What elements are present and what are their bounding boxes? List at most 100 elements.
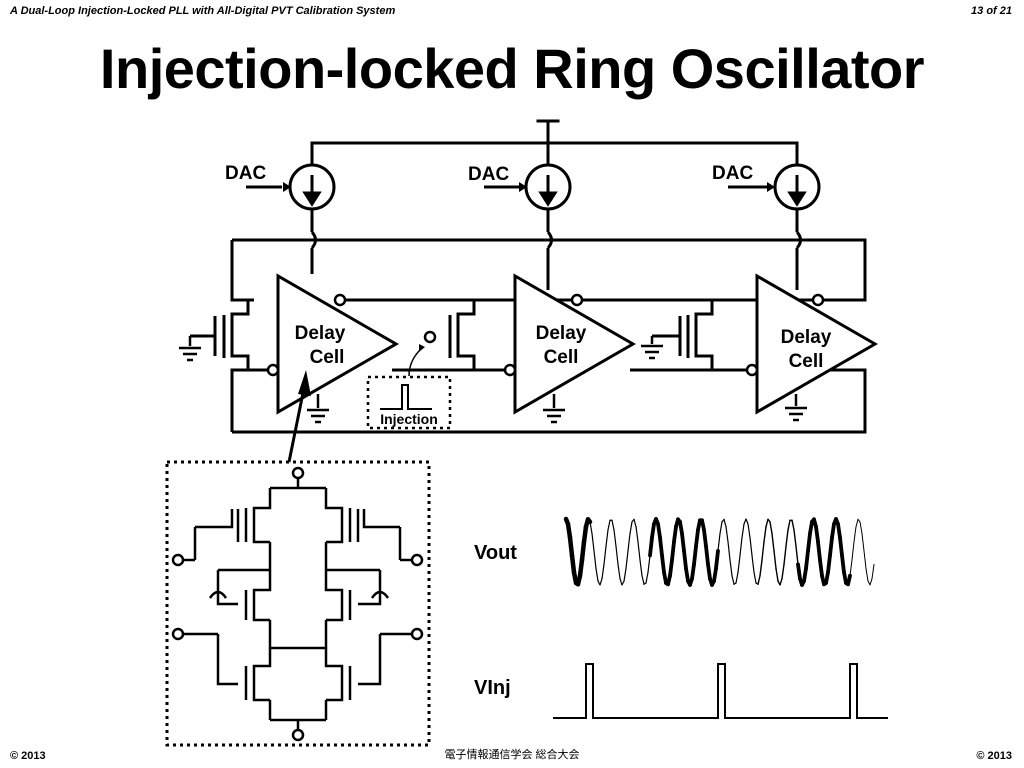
vout-wave-segment (692, 544, 698, 567)
vout-wave-segment (569, 553, 577, 575)
vout-wave-segment (753, 571, 757, 584)
ground-cell-3 (785, 394, 807, 422)
vout-wave-segment (684, 566, 690, 584)
vout-wave-segment (761, 541, 765, 561)
vout-wave-segment (611, 519, 615, 531)
vout-wave-segment (725, 526, 729, 543)
vout-wave-segment (621, 580, 625, 586)
dac-label-2: DAC (468, 164, 509, 185)
vout-wave-segment (853, 526, 857, 543)
vout-wave-segment (599, 578, 603, 586)
vout-wave-segment (567, 535, 575, 558)
vout-wave-segment (670, 539, 676, 562)
vout-wave-segment (787, 519, 791, 531)
vout-wave-segment (668, 558, 674, 578)
vout-wave-segment (647, 554, 651, 573)
dac-label-3: DAC (712, 163, 753, 184)
delay-cell-2 (503, 273, 637, 415)
vout-wave-segment (656, 522, 662, 540)
vout-wave-segment (865, 568, 869, 582)
vout-wave-segment (601, 563, 605, 580)
vout-wave-segment (743, 518, 747, 525)
vout-wave-segment (741, 523, 745, 539)
delay-cell-3-label-line2: Cell (789, 351, 824, 372)
vout-wave-segment (729, 559, 733, 577)
vout-wave-segment (855, 518, 859, 528)
vout-wave-segment (589, 521, 593, 535)
vout-wave-segment (565, 521, 573, 540)
vinj-pulse-train (553, 663, 888, 719)
vout-wave-segment (857, 518, 861, 523)
detail-pointer-arrow (287, 370, 311, 463)
vout-wave-segment (749, 536, 753, 557)
vout-wave-segment (627, 532, 631, 552)
vout-wave-segment (851, 541, 855, 561)
vout-wave-segment (745, 518, 749, 525)
vout-wave-segment (808, 519, 814, 536)
vout-wave-segment (637, 541, 641, 561)
vout-wave-segment (680, 531, 686, 553)
vout-wave-segment (795, 545, 799, 566)
vout-wave-segment (617, 563, 621, 580)
vout-wave-segment (739, 536, 743, 557)
vout-wave-segment (814, 524, 820, 544)
vout-wave-segment (577, 557, 585, 578)
footer-copyright-right: © 2013 (976, 750, 1012, 762)
vout-wave-segment (633, 518, 637, 528)
vout-wave-segment (802, 566, 808, 584)
vout-wave-segment (779, 577, 783, 586)
vout-wave-segment (769, 521, 773, 535)
vinj-label: VInj (474, 677, 511, 699)
delay-cell-3 (745, 273, 879, 415)
vout-wave-segment (793, 529, 797, 547)
vout-wave-segment (660, 553, 666, 575)
vinj-waveform (553, 663, 888, 719)
vout-wave-segment (613, 529, 617, 547)
vout-wave-segment (836, 522, 842, 540)
vout-wave-segment (639, 559, 643, 577)
vout-wave-segment (804, 548, 810, 571)
vout-wave-segment (838, 535, 844, 558)
vout-wave-segment (615, 545, 619, 565)
vout-wave-segment (826, 553, 832, 575)
vout-wave-segment (783, 545, 787, 566)
vout-wave-segment (775, 567, 779, 582)
vout-wave-segment (714, 548, 720, 571)
vout-wave-segment (593, 550, 597, 570)
vout-wave-segment (871, 563, 875, 580)
vout-wave-segment (796, 562, 802, 581)
vout-wave-segment (723, 518, 727, 528)
vout-wave-segment (846, 573, 852, 587)
vout-wave-segment (672, 524, 678, 544)
injection-pulse-box (366, 344, 452, 430)
delay-cell-1-label-line1: Delay (295, 323, 346, 344)
vout-wave-segment (579, 539, 587, 563)
vout-wave-segment (861, 533, 865, 552)
vout-wave-segment (625, 550, 629, 570)
vout-wave-segment (869, 578, 873, 586)
ground-latch-1 (179, 336, 201, 362)
vout-wave-segment (682, 548, 688, 571)
vout-wave-segment (863, 550, 867, 569)
delay-cell-3-label-line1: Delay (781, 327, 832, 348)
vout-wave-segment (830, 522, 836, 540)
dac-current-source-2 (484, 163, 572, 290)
vout-wave-segment (735, 571, 739, 584)
vout-wave-segment (751, 554, 755, 573)
vout-wave-segment (765, 518, 769, 528)
vout-wave-segment (607, 519, 611, 531)
vout-wave-segment (641, 575, 645, 585)
vout-wave-segment (712, 566, 718, 584)
vout-wave-segment (648, 535, 654, 558)
vout-wave-segment (706, 562, 712, 581)
vout-wave-segment (650, 522, 656, 540)
vout-wave-segment (818, 558, 824, 578)
ring-wiring (190, 238, 867, 434)
delay-cell-schematic (165, 460, 431, 747)
footer-copyright-left: © 2013 (10, 750, 46, 762)
vout-wave-segment (747, 523, 751, 539)
vout-wave-segment (591, 532, 595, 552)
delay-cell-2-label-line2: Cell (544, 347, 579, 368)
vout-wave-segment (629, 521, 633, 535)
vout-wave-segment (619, 578, 623, 586)
